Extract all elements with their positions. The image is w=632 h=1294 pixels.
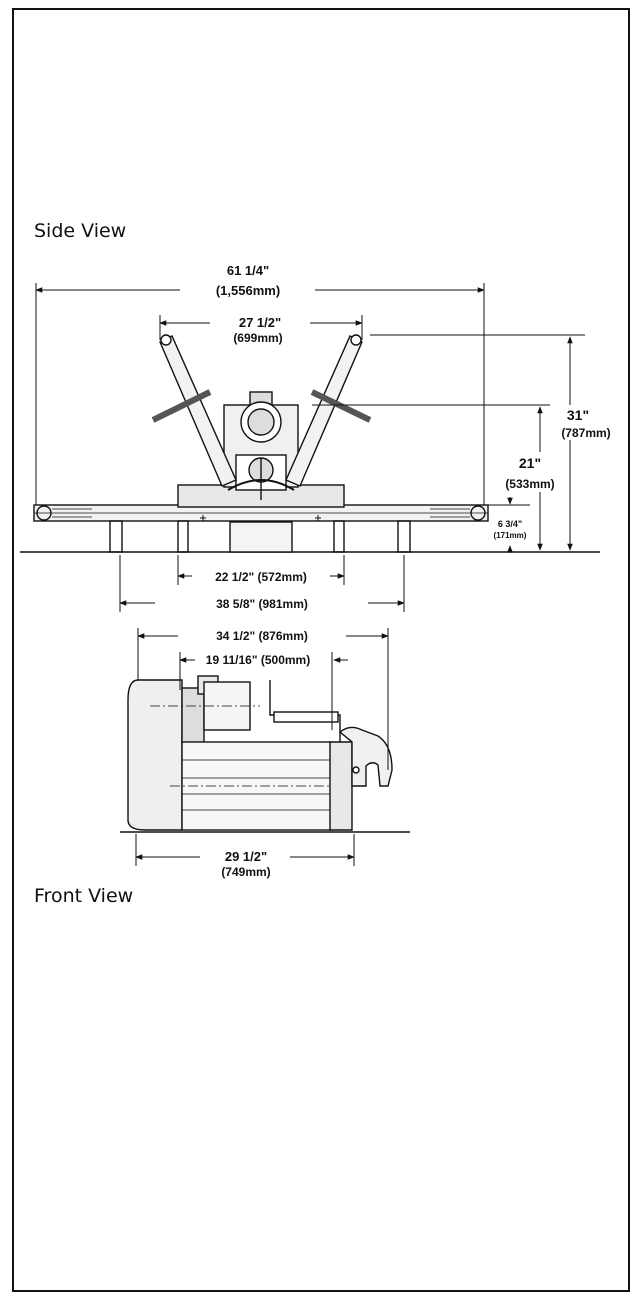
dim-table-height-mm: (533mm) bbox=[505, 477, 554, 491]
side-view-machine bbox=[20, 334, 600, 553]
dim-overall-height-in: 31" bbox=[567, 407, 589, 423]
side-view-dimension-lines bbox=[35, 283, 585, 612]
dim-base-outer-width: 38 5/8" (981mm) bbox=[216, 597, 308, 611]
side-view-dimension-labels: 61 1/4" (1,556mm) 27 1/2" (699mm) 31" (7… bbox=[215, 263, 611, 611]
dim-overall-height-mm: (787mm) bbox=[561, 426, 610, 440]
left-roller bbox=[36, 505, 52, 521]
dim-clearance-mm: (171mm) bbox=[494, 531, 527, 540]
drawing-frame bbox=[12, 8, 630, 1292]
side-view-caption: Side View bbox=[34, 220, 127, 242]
motor-housing bbox=[127, 679, 183, 831]
dim-overall-width-mm: (1,556mm) bbox=[216, 283, 280, 298]
leg-right-outer bbox=[397, 520, 411, 553]
leg-left-outer bbox=[109, 520, 123, 553]
dim-overall-width-in: 61 1/4" bbox=[227, 263, 269, 278]
right-roller bbox=[470, 505, 486, 521]
dim-base-inner-width: 22 1/2" (572mm) bbox=[215, 570, 307, 584]
dim-front-base-depth-in: 29 1/2" bbox=[225, 849, 267, 864]
dim-front-motor-offset: 19 11/16" (500mm) bbox=[206, 653, 310, 667]
front-view-dimension-lines bbox=[135, 628, 389, 866]
leg-right-inner bbox=[333, 520, 345, 553]
base-column bbox=[229, 521, 293, 553]
front-view-dimension-labels: 34 1/2" (876mm) 19 11/16" (500mm) 29 1/2… bbox=[206, 629, 310, 879]
leg-left-inner bbox=[177, 520, 189, 553]
front-view-machine bbox=[120, 675, 410, 833]
dim-clearance-in: 6 3/4" bbox=[498, 519, 522, 529]
front-view-caption: Front View bbox=[34, 885, 134, 907]
dim-table-height-in: 21" bbox=[519, 455, 541, 471]
dim-arm-span-in: 27 1/2" bbox=[239, 315, 281, 330]
dim-arm-span-mm: (699mm) bbox=[233, 331, 282, 345]
dim-front-overall-depth: 34 1/2" (876mm) bbox=[216, 629, 308, 643]
dim-front-base-depth-mm: (749mm) bbox=[221, 865, 270, 879]
